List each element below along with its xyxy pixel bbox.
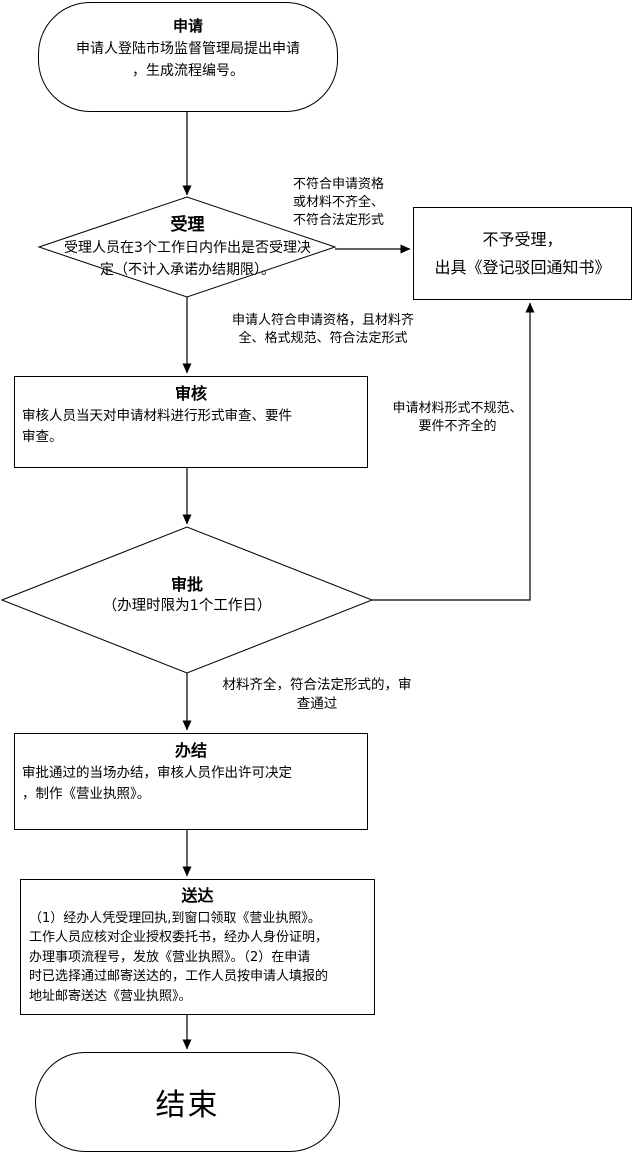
review-body: 审核人员当天对申请材料进行形式审查、要件 审查。 <box>22 407 292 446</box>
approve-title: 审批 <box>170 575 203 594</box>
node-end: 结束 <box>35 1052 340 1152</box>
edge-label-accept-reject: 不符合申请资格 或材料不齐全、 不符合法定形式 <box>293 177 385 229</box>
node-complete: 办结 审批通过的当场办结，审核人员作出许可决定 ，制作《营业执照》。 <box>14 733 368 830</box>
edge-label-accept-pass: 申请人符合申请资格，且材料齐 全、格式规范、符合法定形式 <box>231 313 414 347</box>
complete-body: 审批通过的当场办结，审核人员作出许可决定 ，制作《营业执照》。 <box>22 764 292 803</box>
arrow-approve-reject <box>372 302 535 601</box>
edge-label-approve-pass: 材料齐全，符合法定形式的，审 查通过 <box>222 677 412 712</box>
deliver-title: 送达 <box>181 886 214 905</box>
apply-body: 申请人登陆市场监督管理局提出申请 ，生成流程编号。 <box>76 41 300 79</box>
node-reject: 不予受理， 出具《登记驳回通知书》 <box>413 207 632 300</box>
accept-body: 受理人员在3个工作日内作出是否受理决 定（不计入承诺办结期限）。 <box>64 239 311 278</box>
end-title: 结束 <box>155 1088 220 1123</box>
node-accept: 受理 受理人员在3个工作日内作出是否受理决 定（不计入承诺办结期限）。 <box>30 214 345 281</box>
review-title: 审核 <box>174 384 207 403</box>
node-apply: 申请 申请人登陆市场监督管理局提出申请 ，生成流程编号。 <box>38 2 338 112</box>
accept-title: 受理 <box>170 215 205 235</box>
approve-body: （办理时限为1个工作日） <box>102 597 272 614</box>
apply-title: 申请 <box>172 17 203 35</box>
node-deliver: 送达 （1）经办人凭受理回执,到窗口领取《营业执照》。 工作人员应核对企业授权委… <box>20 879 375 1015</box>
deliver-body: （1）经办人凭受理回执,到窗口领取《营业执照》。 工作人员应核对企业授权委托书，… <box>29 910 329 1004</box>
complete-title: 办结 <box>174 741 207 760</box>
node-review: 审核 审核人员当天对申请材料进行形式审查、要件 审查。 <box>14 376 368 468</box>
reject-body: 不予受理， 出具《登记驳回通知书》 <box>434 229 611 277</box>
node-approve: 审批 （办理时限为1个工作日） <box>36 574 338 617</box>
accept-diamond-shape <box>37 196 337 298</box>
edge-label-approve-reject: 申请材料形式不规范、 要件不齐全的 <box>392 401 523 435</box>
